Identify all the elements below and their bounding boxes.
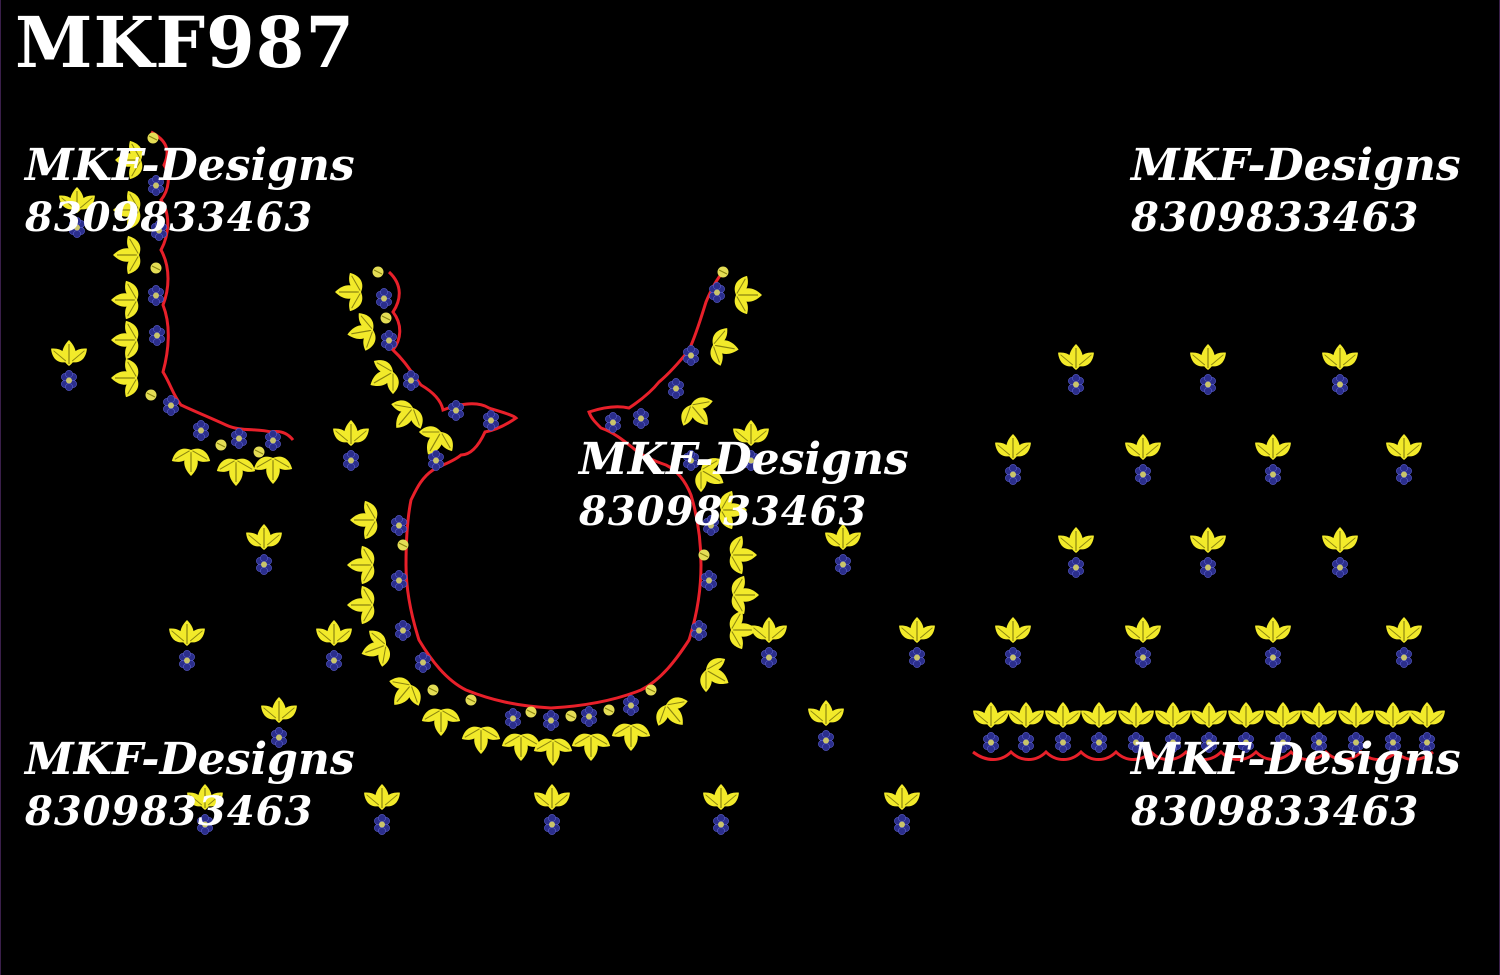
watermark-brand: MKF-Designs (1131, 140, 1461, 191)
watermark-phone: 8309833463 (1131, 788, 1420, 835)
watermark-phone: 8309833463 (25, 788, 314, 835)
watermark-phone: 8309833463 (1131, 194, 1420, 241)
watermark-top-right: MKF-Designs 8309833463 (1131, 138, 1461, 243)
watermark-brand: MKF-Designs (1131, 734, 1461, 785)
watermark-phone: 8309833463 (25, 194, 314, 241)
back-neck-panel (111, 130, 295, 486)
watermark-phone: 8309833463 (579, 488, 868, 535)
design-code-title: MKF987 (15, 1, 356, 84)
front-neck-panel (335, 266, 762, 767)
watermark-brand: MKF-Designs (25, 734, 355, 785)
watermark-bottom-left: MKF-Designs 8309833463 (25, 732, 355, 837)
sleeve-border-panel (970, 702, 1449, 761)
watermark-top-left: MKF-Designs 8309833463 (25, 138, 355, 243)
watermark-center: MKF-Designs 8309833463 (579, 432, 909, 537)
watermark-brand: MKF-Designs (25, 140, 355, 191)
watermark-bottom-right: MKF-Designs 8309833463 (1131, 732, 1461, 837)
watermark-brand: MKF-Designs (579, 434, 909, 485)
